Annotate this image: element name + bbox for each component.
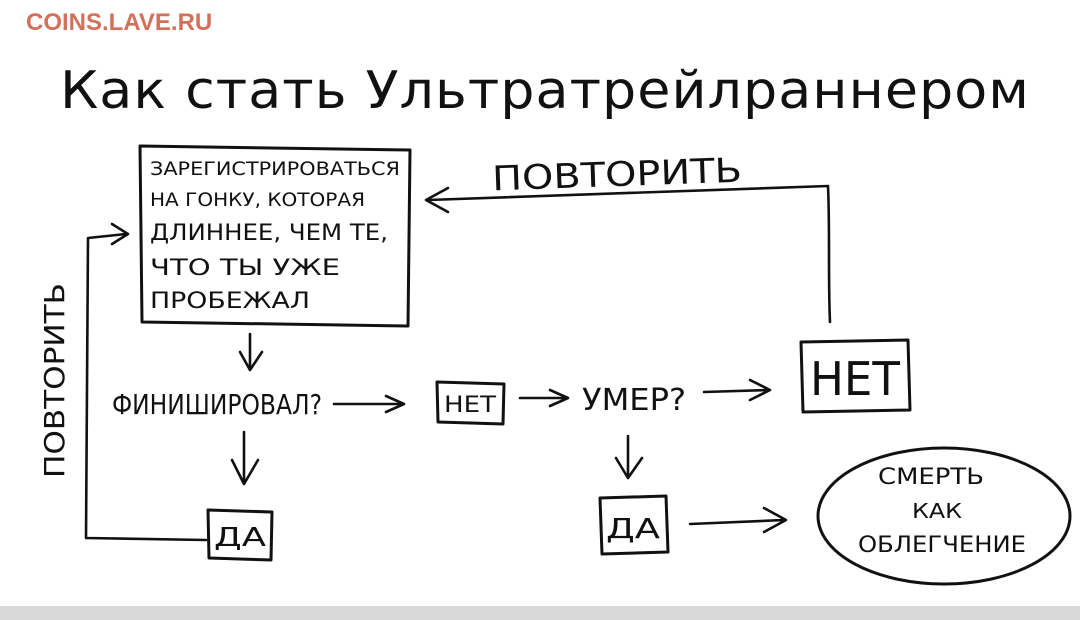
arrow-to-died-question xyxy=(518,388,570,408)
died-no-label: НЕТ xyxy=(810,352,901,406)
end-ellipse-line: ОБЛЕГЧЕНИЕ xyxy=(858,533,1026,558)
start-box: ЗАРЕГИСТРИРОВАТЬСЯ НА ГОНКУ, КОТОРАЯ ДЛИ… xyxy=(138,144,412,328)
died-question: УМЕР? xyxy=(582,383,686,418)
died-no-box: НЕТ xyxy=(799,338,912,414)
start-box-line: НА ГОНКУ, КОТОРАЯ xyxy=(150,189,365,211)
arrow-down-start xyxy=(238,332,264,372)
start-box-line: ЗАРЕГИСТРИРОВАТЬСЯ xyxy=(150,158,400,180)
died-yes-box: ДА xyxy=(598,494,670,556)
start-box-line: ДЛИННЕЕ, ЧЕМ ТЕ, xyxy=(150,221,388,246)
end-ellipse-line: СМЕРТЬ xyxy=(878,465,984,490)
finished-no-box: НЕТ xyxy=(435,380,506,426)
arrow-down-died xyxy=(614,434,644,480)
repeat-top-label: ПОВТОРИТЬ xyxy=(491,151,742,200)
watermark: COINS.LAVE.RU xyxy=(26,9,212,36)
arrow-to-finished-no xyxy=(332,394,406,414)
start-box-line: ПРОБЕЖАЛ xyxy=(150,289,310,314)
arrow-to-died-no xyxy=(702,378,772,402)
finished-yes-label: ДА xyxy=(214,523,266,553)
repeat-top-arrow xyxy=(426,184,832,324)
finished-no-label: НЕТ xyxy=(444,393,497,418)
arrow-down-finished xyxy=(230,430,260,486)
arrow-to-end xyxy=(688,506,788,534)
repeat-left-label: ПОВТОРИТЬ xyxy=(38,283,71,478)
end-ellipse: СМЕРТЬ КАК ОБЛЕГЧЕНИЕ xyxy=(816,446,1072,586)
page-title: Как стать Ультратрейлраннером xyxy=(60,61,1030,121)
end-ellipse-line: КАК xyxy=(912,499,962,523)
finished-yes-box: ДА xyxy=(206,508,274,562)
died-yes-label: ДА xyxy=(606,512,660,545)
finished-question: ФИНИШИРОВАЛ? xyxy=(112,388,322,421)
repeat-left-arrow-head xyxy=(110,222,130,246)
bottom-band xyxy=(0,606,1080,620)
repeat-top-arrow-head xyxy=(424,186,450,214)
start-box-line: ЧТО ТЫ УЖЕ xyxy=(150,256,340,281)
repeat-left-arrow xyxy=(84,232,208,542)
